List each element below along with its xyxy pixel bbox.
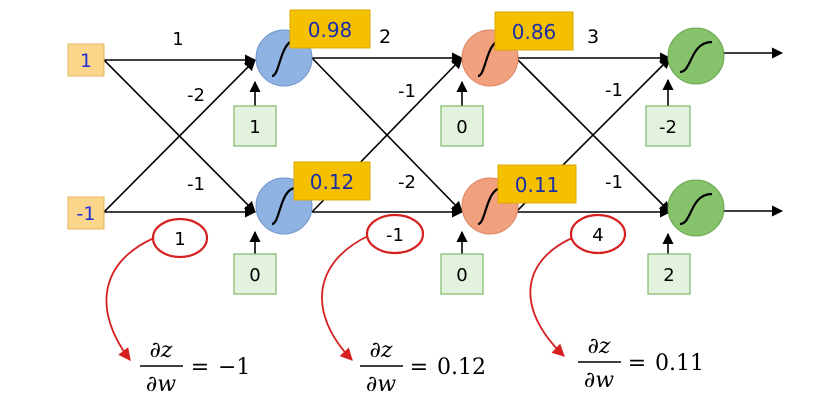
edge-in2-to-n11 — [103, 59, 256, 213]
weight-label: -1 — [605, 172, 623, 193]
layer-number: 3 — [587, 26, 599, 48]
derivative-numerator: ∂z — [370, 338, 393, 363]
derivative-numerator: ∂z — [588, 334, 611, 359]
input-box-1: 1 — [67, 43, 105, 77]
derivative-denominator: ∂w — [146, 372, 176, 397]
input-value: -1 — [77, 203, 96, 225]
output-value: 0.12 — [310, 170, 355, 194]
derivative-3: ∂z ∂w = 0.11 — [578, 334, 704, 393]
derivative-value: 0.11 — [655, 351, 704, 376]
derivative-2: ∂z ∂w = 0.12 — [360, 338, 486, 397]
highlighted-weight-2: -1 — [365, 213, 425, 255]
bias-box-n21: 0 — [440, 105, 484, 147]
bias-box-n22: 0 — [440, 253, 484, 295]
sigmoid-icon — [679, 192, 713, 226]
sigmoid-icon — [679, 40, 713, 74]
output-box-bg — [289, 9, 371, 49]
output-box-layer-1-bottom: 0.12 — [293, 161, 371, 201]
highlight-circle — [365, 213, 425, 255]
input-box-bg — [67, 43, 105, 77]
bias-value: 0 — [249, 265, 260, 286]
output-value: 0.11 — [515, 173, 560, 197]
input-value: 1 — [80, 50, 92, 72]
derivative-denominator: ∂w — [366, 372, 396, 397]
bias-box-n12: 0 — [233, 253, 277, 295]
input-box-2: -1 — [67, 196, 105, 230]
weight-label: -1 — [386, 225, 404, 246]
bias-box-bg — [440, 253, 484, 295]
output-value: 0.86 — [512, 20, 557, 44]
layer-number: 2 — [379, 26, 391, 48]
weight-label: 4 — [592, 225, 603, 246]
derivative-value: −1 — [218, 355, 250, 380]
weight-labels: 1 -2 -1 -1 -2 -1 -1 — [172, 29, 623, 195]
input-box-bg — [67, 196, 105, 230]
connections-layer-1 — [103, 54, 257, 218]
highlighted-weight-1: 1 — [151, 217, 209, 259]
output-value: 0.98 — [308, 18, 353, 42]
bias-value: 0 — [456, 117, 467, 138]
output-box-layer-2-top: 0.86 — [494, 11, 574, 51]
neuron-circle — [667, 179, 725, 237]
bias-box-bg — [233, 105, 277, 147]
bias-value: -2 — [659, 117, 677, 138]
equals-sign: = — [410, 355, 428, 380]
highlighted-weight-3: 4 — [569, 213, 627, 255]
red-curved-arrow-1 — [105, 237, 155, 362]
bias-box-n31: -2 — [645, 105, 691, 147]
derivative-denominator: ∂w — [584, 368, 614, 393]
output-box-layer-1-top: 0.98 — [289, 9, 371, 49]
bias-value: 2 — [663, 265, 674, 286]
bias-value: 0 — [456, 265, 467, 286]
red-curved-arrow-3 — [529, 237, 573, 357]
weight-label: -1 — [398, 81, 416, 102]
bias-box-n11: 1 — [233, 105, 277, 147]
highlight-circle — [569, 213, 627, 255]
red-curved-arrow-2 — [321, 235, 369, 361]
weight-label: -1 — [187, 174, 205, 195]
bias-box-bg — [645, 105, 691, 147]
bias-arrows — [249, 78, 674, 254]
output-box-bg — [497, 164, 577, 204]
sigmoid-icon — [271, 186, 297, 226]
neuron-layer-3-bottom — [667, 179, 725, 237]
weight-label: 1 — [174, 229, 185, 250]
neuron-layer-3-top — [667, 27, 725, 85]
output-box-bg — [293, 161, 371, 201]
output-box-bg — [494, 11, 574, 51]
equals-sign: = — [628, 351, 646, 376]
derivative-numerator: ∂z — [150, 338, 173, 363]
derivative-value: 0.12 — [437, 355, 486, 380]
output-box-layer-2-bottom: 0.11 — [497, 164, 577, 204]
weight-label: 1 — [172, 29, 183, 50]
bias-value: 1 — [249, 117, 260, 138]
bias-box-bg — [647, 253, 691, 295]
weight-label: -2 — [398, 172, 416, 193]
bias-box-n32: 2 — [647, 253, 691, 295]
weight-label: -1 — [605, 80, 623, 101]
weight-label: -2 — [187, 85, 205, 106]
equals-sign: = — [191, 355, 209, 380]
derivative-1: ∂z ∂w = −1 — [140, 338, 250, 397]
neuron-circle — [667, 27, 725, 85]
bias-box-bg — [233, 253, 277, 295]
bias-box-bg — [440, 105, 484, 147]
